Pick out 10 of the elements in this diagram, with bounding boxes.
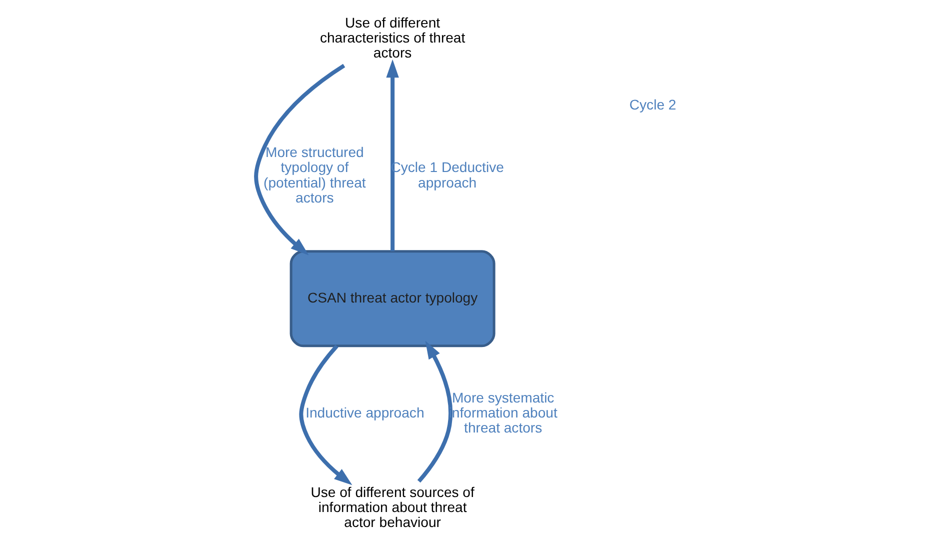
node-text: Use of different sources of information about threat actor behaviour (310, 484, 474, 530)
arrow (298, 344, 352, 486)
edge-label: More structured typology of (potential) threat actors (263, 144, 366, 206)
label: Cycle 2 (628, 96, 676, 112)
arrow (254, 64, 345, 256)
node-text: Use of different characteristics of threat actors (319, 14, 465, 61)
arrow (416, 340, 452, 483)
node-box: CSAN threat actor typology (289, 250, 495, 348)
edge-label: Inductive approach (305, 404, 424, 420)
arrow (386, 59, 398, 252)
